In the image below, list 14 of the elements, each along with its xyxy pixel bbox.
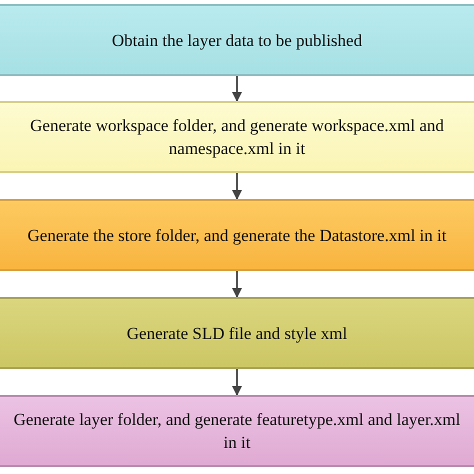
step-text: Generate the store folder, and generate the Datastore.xml in it <box>28 224 446 246</box>
process-box <box>0 4 474 76</box>
arrow <box>232 76 242 102</box>
step-text: Generate layer folder, and generate featuretype.xml and layer.xml in it <box>12 409 462 454</box>
arrow <box>232 271 242 298</box>
arrow <box>232 369 242 396</box>
step-text: Obtain the layer data to be published <box>112 30 362 52</box>
process-box <box>0 297 474 369</box>
process-box <box>0 199 474 271</box>
process-box <box>0 101 474 173</box>
arrow <box>232 173 242 200</box>
step-text: Generate SLD file and style xml <box>126 322 348 344</box>
process-box <box>0 395 474 467</box>
step-text: Generate workspace folder, and generate workspace.xml and namespace.xml in it <box>29 115 445 160</box>
